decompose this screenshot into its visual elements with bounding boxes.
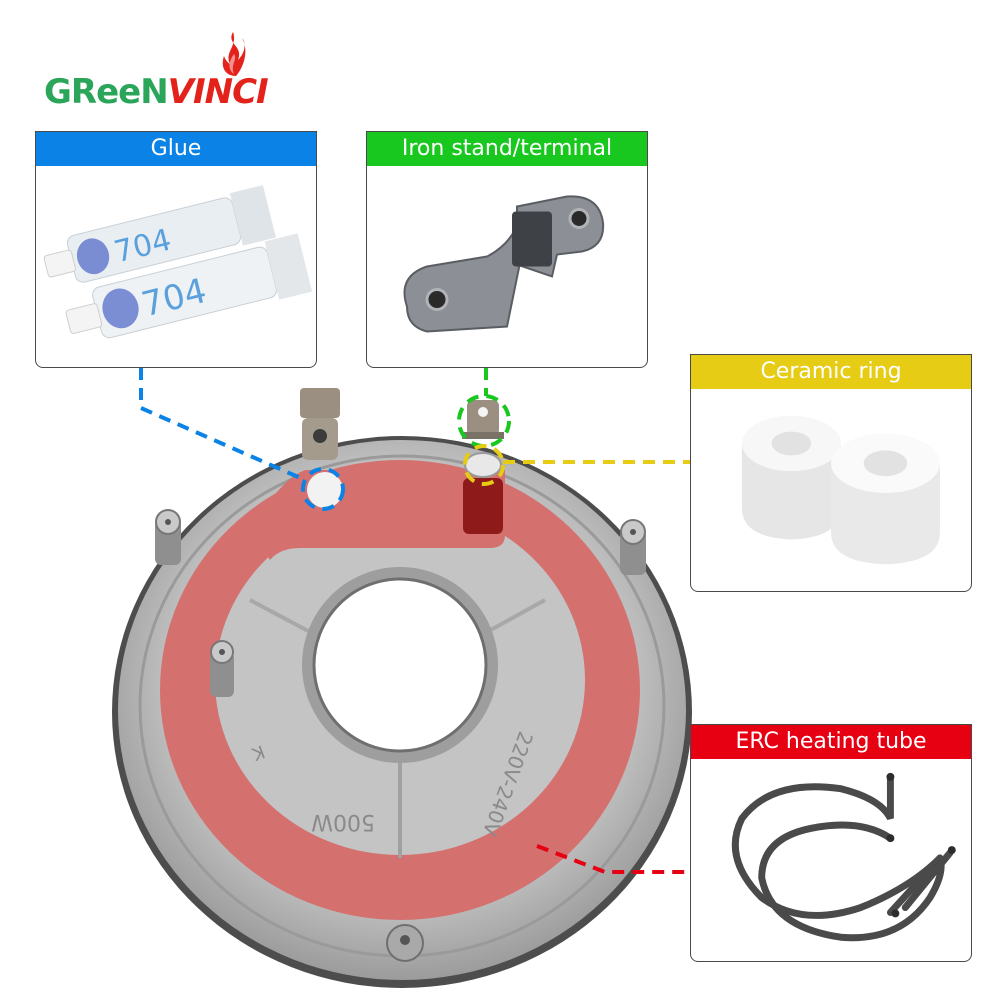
heating-tube-icon [731,772,956,942]
brand-name-green: GReeN [44,72,169,112]
ceramic-ring-image [691,389,971,591]
erc-tube-image [691,759,971,961]
iron-stand-image [367,166,647,367]
glue-image: 704 704 [36,166,316,367]
ceramic-ring-icon [741,415,940,565]
brand-name: GReeNVINCI [44,72,269,112]
callout-ceramic-ring-title: Ceramic ring [691,355,971,389]
glue-tubes-icon: 704 704 [43,185,313,339]
brand-logo: GReeNVINCI [44,30,314,120]
callout-iron-stand-title: Iron stand/terminal [367,132,647,166]
flame-icon [222,32,246,76]
callout-ceramic-ring: Ceramic ring [690,354,972,592]
callout-glue-title: Glue [36,132,316,166]
callout-erc-tube: ERC heating tube [690,724,972,962]
callout-erc-tube-title: ERC heating tube [691,725,971,759]
plate-marking-power: 500W [311,809,375,834]
brand-name-red: VINCI [167,72,269,112]
mounting-post-icon [155,509,181,565]
terminal-bracket-icon [403,195,605,333]
callout-glue: Glue 704 704 [35,131,317,368]
callout-iron-stand: Iron stand/terminal [366,131,648,368]
